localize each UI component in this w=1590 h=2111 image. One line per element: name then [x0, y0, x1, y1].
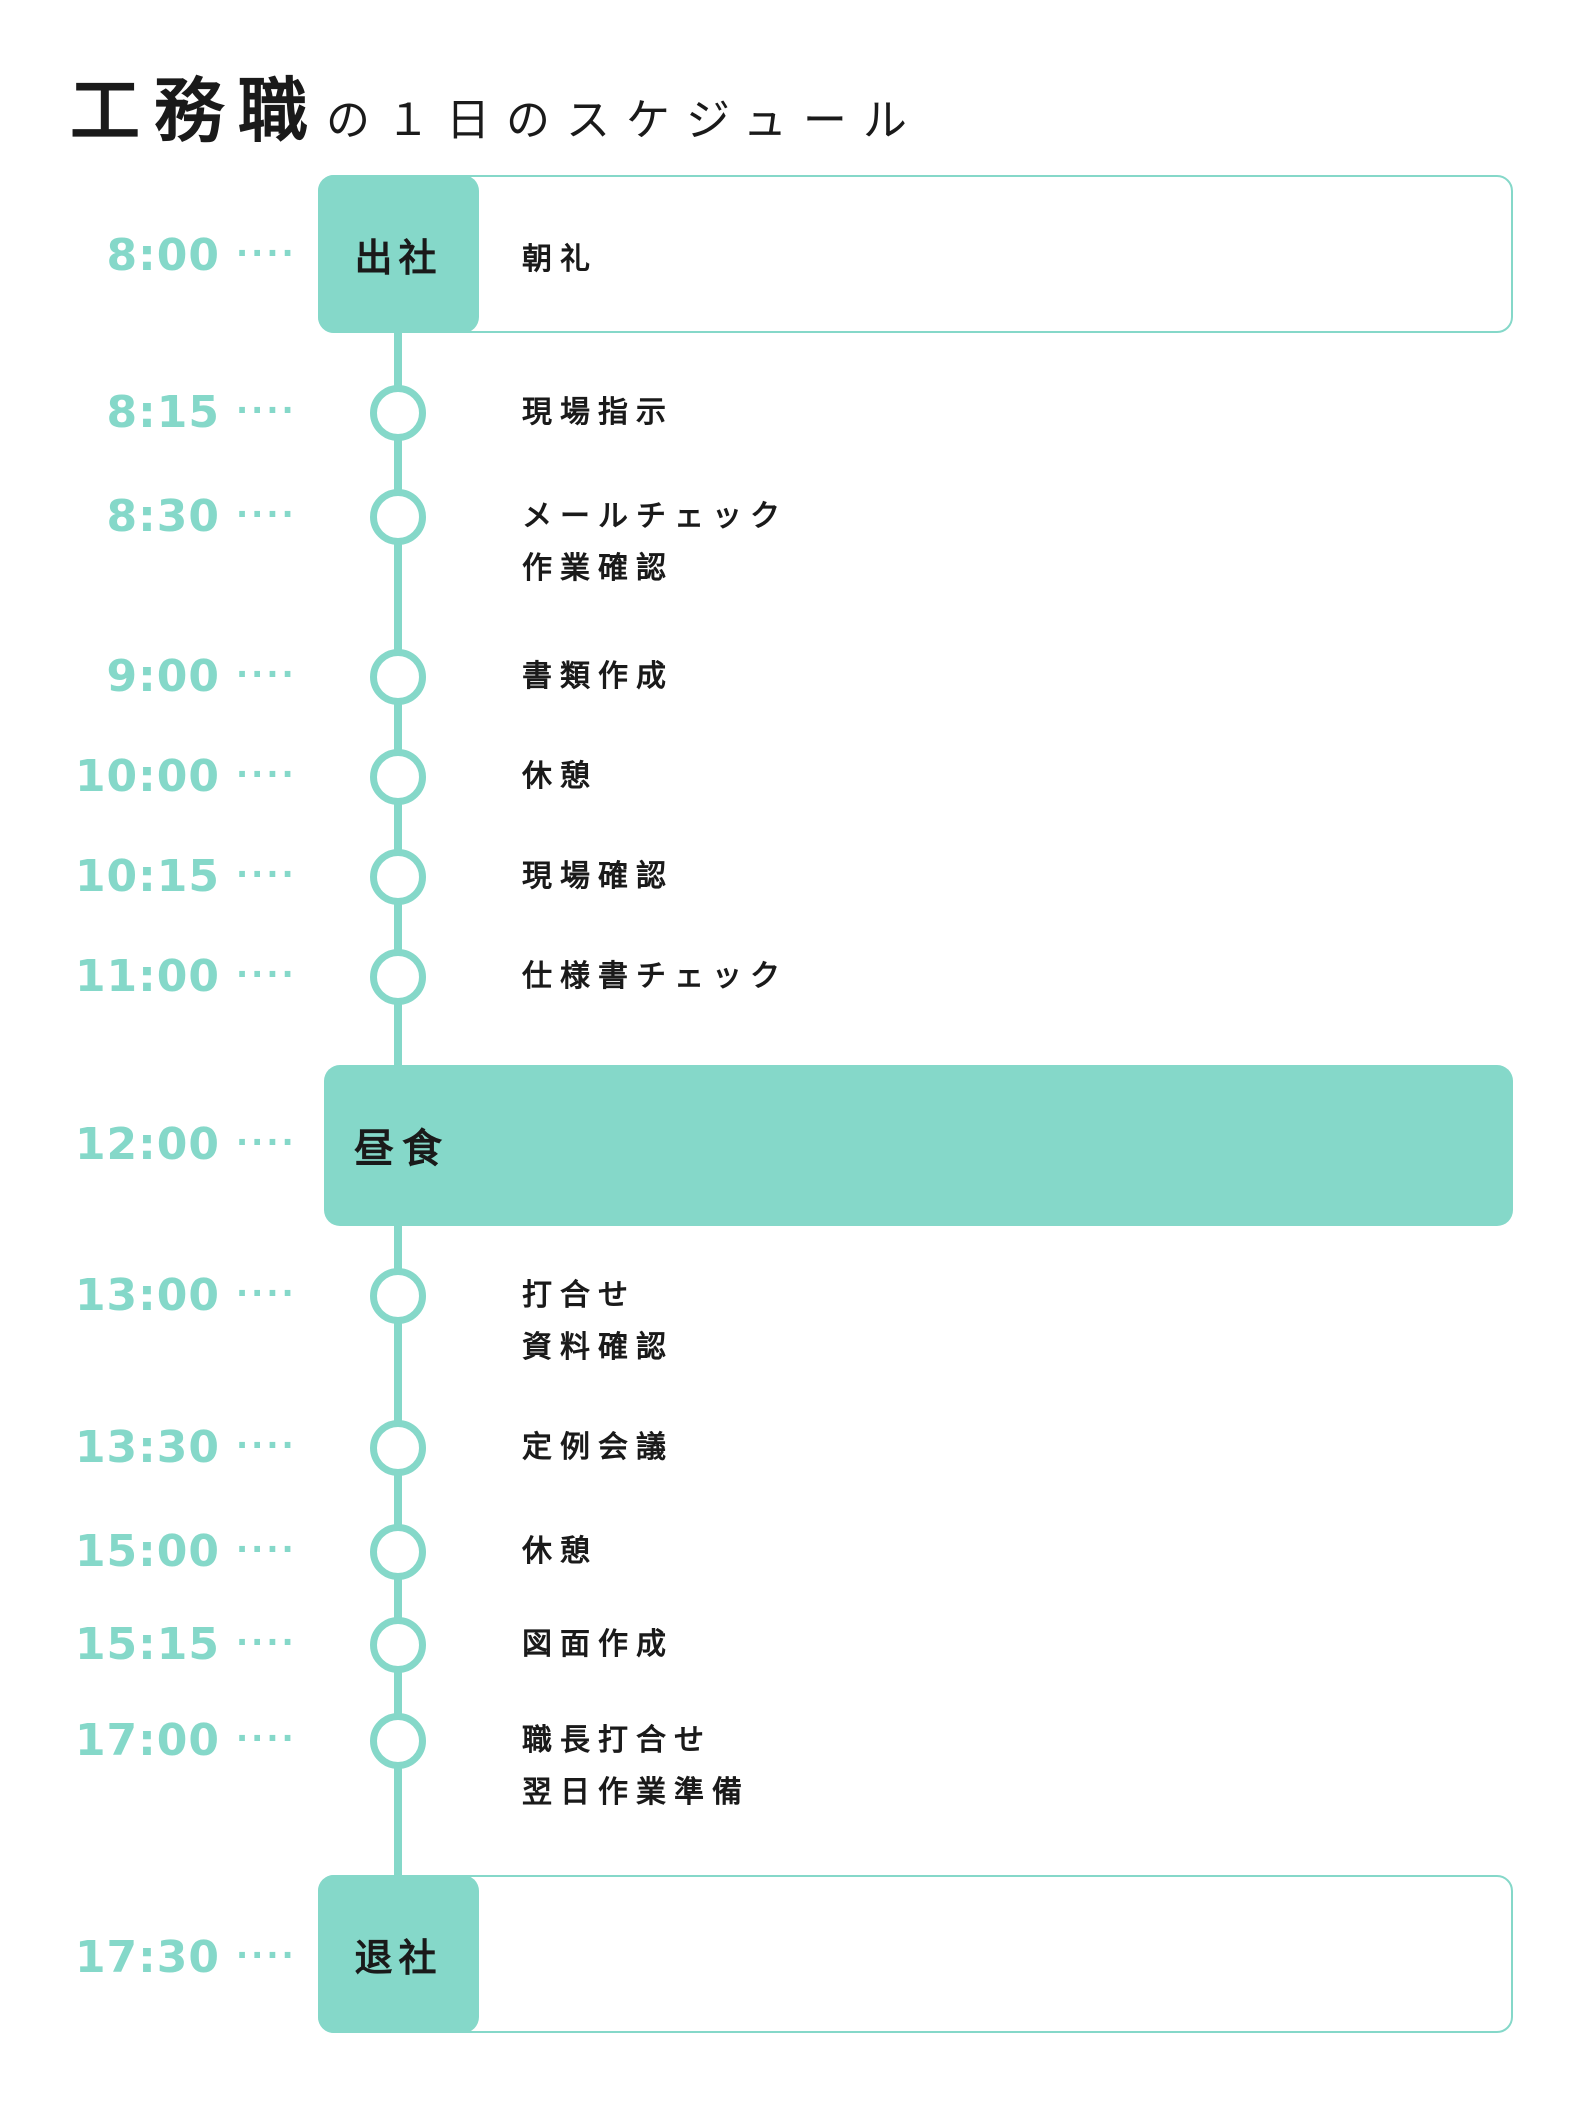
timeline-node [370, 649, 426, 705]
activity-line: 仕様書チェック [522, 959, 788, 994]
time-end: 17:30 [74, 1932, 220, 1983]
timeline-node [370, 1617, 426, 1673]
activity-line: メールチェック [522, 499, 788, 534]
timeline-node [370, 1524, 426, 1580]
start-label: 出社 [354, 235, 443, 280]
activity-line: 職長打合せ [522, 1723, 712, 1758]
leader-dots: ···· [236, 1122, 297, 1161]
activity-line: 現場確認 [522, 859, 674, 894]
leader-dots: ···· [236, 754, 297, 793]
timeline-node [370, 1268, 426, 1324]
activity-line: 書類作成 [522, 659, 674, 694]
leader-dots: ···· [236, 390, 297, 429]
time-label: 17:00 [74, 1715, 220, 1766]
leader-dots: ···· [236, 654, 297, 693]
leader-dots: ···· [236, 1622, 297, 1661]
activity-line: 休憩 [522, 759, 598, 794]
time-label: 13:30 [74, 1422, 220, 1473]
leader-dots: ···· [236, 1425, 297, 1464]
activity-line: 翌日作業準備 [522, 1775, 750, 1810]
start-box [318, 175, 1513, 333]
timeline-node [370, 385, 426, 441]
activity-line: 資料確認 [522, 1330, 674, 1365]
end-box-head: 退社 [318, 1875, 479, 2033]
timeline-node [370, 1420, 426, 1476]
lunch-box [324, 1065, 1513, 1226]
title-main: 工務職 [70, 70, 322, 152]
activity-line: 図面作成 [522, 1627, 674, 1662]
timeline-node [370, 849, 426, 905]
activity-line: 休憩 [522, 1534, 598, 1569]
time-label: 13:00 [74, 1270, 220, 1321]
time-label: 9:00 [106, 651, 220, 702]
page-title: 工務職の１日のスケジュール [70, 55, 923, 156]
time-label: 15:00 [74, 1526, 220, 1577]
leader-dots: ···· [236, 854, 297, 893]
time-label: 10:15 [74, 851, 220, 902]
leader-dots: ···· [236, 954, 297, 993]
start-detail: 朝礼 [522, 242, 598, 277]
leader-dots: ···· [236, 1718, 297, 1757]
timeline-node [370, 949, 426, 1005]
end-box [318, 1875, 1513, 2033]
time-label: 8:30 [106, 491, 220, 542]
activity-line: 定例会議 [522, 1430, 674, 1465]
time-label: 8:15 [106, 387, 220, 438]
timeline-node [370, 749, 426, 805]
time-label: 15:15 [74, 1619, 220, 1670]
time-label: 10:00 [74, 751, 220, 802]
activity-line: 打合せ [522, 1278, 636, 1313]
leader-dots: ···· [236, 233, 297, 272]
activity-line: 現場指示 [522, 395, 674, 430]
start-box-head: 出社 [318, 175, 479, 333]
timeline-node [370, 1713, 426, 1769]
title-sub: の１日のスケジュール [326, 95, 923, 146]
lunch-label: 昼食 [354, 1126, 450, 1172]
timeline-node [370, 489, 426, 545]
leader-dots: ···· [236, 1529, 297, 1568]
leader-dots: ···· [236, 1935, 297, 1974]
end-label: 退社 [354, 1935, 443, 1980]
time-start: 8:00 [106, 230, 220, 281]
time-lunch: 12:00 [74, 1119, 220, 1170]
leader-dots: ···· [236, 494, 297, 533]
activity-line: 作業確認 [522, 551, 674, 586]
time-label: 11:00 [74, 951, 220, 1002]
leader-dots: ···· [236, 1273, 297, 1312]
